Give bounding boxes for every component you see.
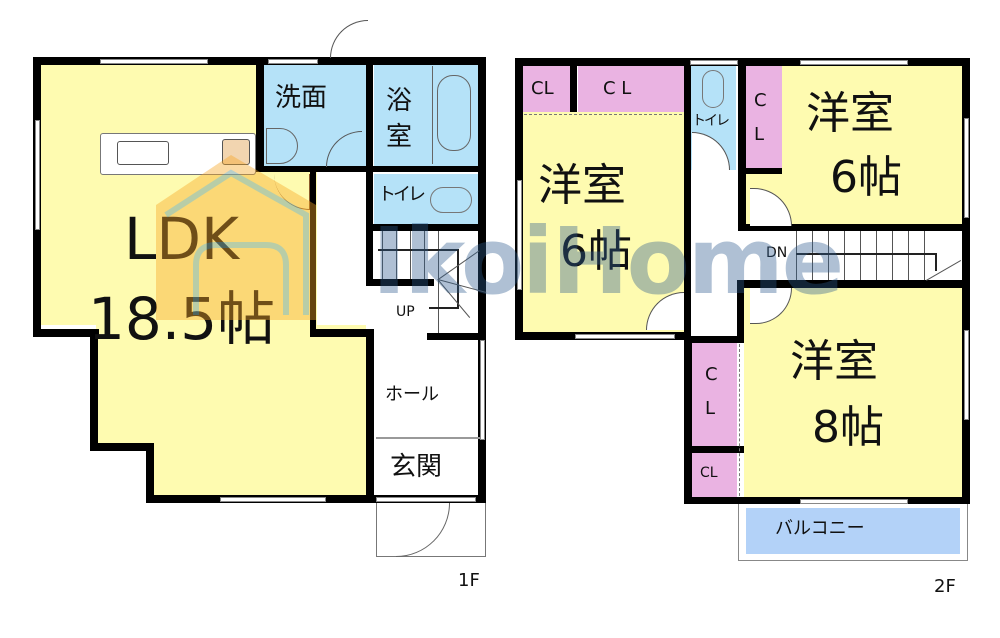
closet-door-track [739, 344, 743, 496]
label-bathroom-2: 室 [386, 122, 413, 152]
label-closet-3-line2: L [754, 124, 765, 145]
wall [684, 336, 692, 504]
label-closet-2: C L [603, 78, 632, 99]
label-entrance: 玄関 [390, 452, 443, 482]
label-bathroom-1: 浴 [386, 86, 413, 116]
wall [427, 333, 484, 340]
window [690, 60, 738, 65]
closet-5 [691, 453, 737, 497]
floor-label-2f: 2F [934, 576, 956, 597]
washbasin-icon [266, 128, 298, 164]
back-door-swing [330, 20, 368, 58]
room-western-6b [782, 66, 962, 226]
wall [90, 329, 98, 451]
watermark-house-icon [156, 155, 316, 320]
closet-4 [691, 342, 737, 446]
label-closet-1: CL [531, 78, 554, 99]
label-western-6b: 洋室 [806, 88, 894, 139]
wall [33, 329, 99, 337]
stove-icon [222, 139, 250, 165]
watermark-text: IkoiHome [372, 208, 844, 315]
label-western-6b-size: 6帖 [830, 152, 902, 203]
wall [692, 446, 744, 453]
wall [366, 224, 484, 231]
label-closet-4-line2: L [705, 398, 716, 419]
bath-divider [432, 66, 433, 164]
balcony-rail [738, 503, 968, 561]
label-closet-5: CL [700, 465, 718, 481]
entrance-step [376, 437, 480, 439]
window [220, 497, 326, 502]
entrance-porch [376, 503, 486, 557]
label-hall: ホール [385, 384, 439, 405]
room-western-6a [522, 112, 684, 332]
window [480, 340, 485, 440]
window [964, 330, 969, 420]
wall [684, 336, 744, 343]
label-closet-4-line1: C [705, 364, 718, 385]
closet-3 [746, 66, 782, 170]
label-ldk-size: 18.5帖 [88, 290, 275, 348]
floor-label-1f: 1F [458, 570, 480, 591]
room-ldk-lower [96, 325, 366, 445]
wall [366, 329, 374, 501]
label-western-6a: 洋室 [538, 160, 626, 211]
label-toilet-2f: トイレ [692, 113, 730, 129]
closet-2 [578, 66, 684, 112]
wall [746, 168, 782, 174]
label-ldk: LDK [124, 210, 239, 268]
window [800, 499, 908, 504]
label-stairs-up: UP [396, 304, 415, 320]
wall [310, 172, 316, 337]
wall [316, 329, 372, 337]
wall [146, 443, 154, 503]
wall [684, 58, 691, 340]
room-western-8 [744, 288, 962, 498]
label-closet-3-line1: C [754, 90, 767, 111]
balcony [746, 508, 960, 554]
window [376, 497, 476, 502]
label-western-8-size: 8帖 [812, 402, 884, 453]
window [35, 120, 40, 230]
room-ldk-bottom [152, 445, 366, 495]
wall [366, 224, 373, 286]
wall [738, 58, 746, 230]
label-balcony: バルコニー [775, 518, 865, 539]
wall [570, 62, 577, 112]
window [575, 334, 675, 339]
wall [256, 57, 264, 172]
wall [90, 443, 154, 451]
label-western-8: 洋室 [790, 336, 878, 387]
window [800, 60, 908, 65]
stairs-1f [374, 231, 487, 333]
wall [366, 279, 434, 286]
wall [738, 280, 970, 288]
room-ldk [40, 63, 262, 325]
wall [737, 280, 744, 342]
window [100, 59, 208, 64]
window [964, 118, 969, 218]
window [268, 59, 318, 64]
stairs-2f [796, 231, 962, 281]
label-washroom: 洗面 [275, 83, 328, 113]
toilet-fixture-icon [702, 70, 724, 108]
wall [366, 57, 373, 227]
wall [738, 224, 970, 231]
label-western-6a-size: 6帖 [560, 226, 632, 277]
closet-1 [522, 66, 570, 112]
window [517, 180, 522, 290]
bathtub-icon [437, 75, 471, 151]
wall [478, 57, 486, 503]
toilet-fixture-icon [430, 187, 472, 213]
closet-door-track [524, 114, 682, 118]
label-toilet-1f: トイレ [378, 184, 426, 205]
label-stairs-dn: DN [766, 245, 788, 261]
sink-icon [117, 141, 169, 165]
